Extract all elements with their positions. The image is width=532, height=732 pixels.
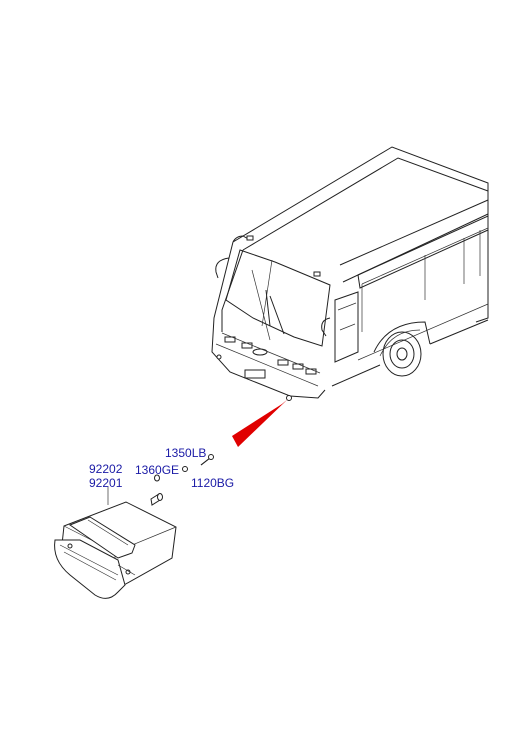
label-1350LB[interactable]: 1350LB [165,446,206,460]
bus-illustration [211,146,489,401]
label-92202[interactable]: 92202 [89,462,123,476]
label-1360GE[interactable]: 1360GE [135,463,179,477]
label-92201[interactable]: 92201 [89,476,123,490]
label-1120BG[interactable]: 1120BG [191,476,234,490]
location-arrow [232,399,288,447]
component-92201-92202[interactable] [54,487,177,599]
nut-1360GE[interactable] [154,474,160,482]
bolt-1120BG[interactable] [200,454,214,466]
washer-1350LB[interactable] [182,466,188,472]
